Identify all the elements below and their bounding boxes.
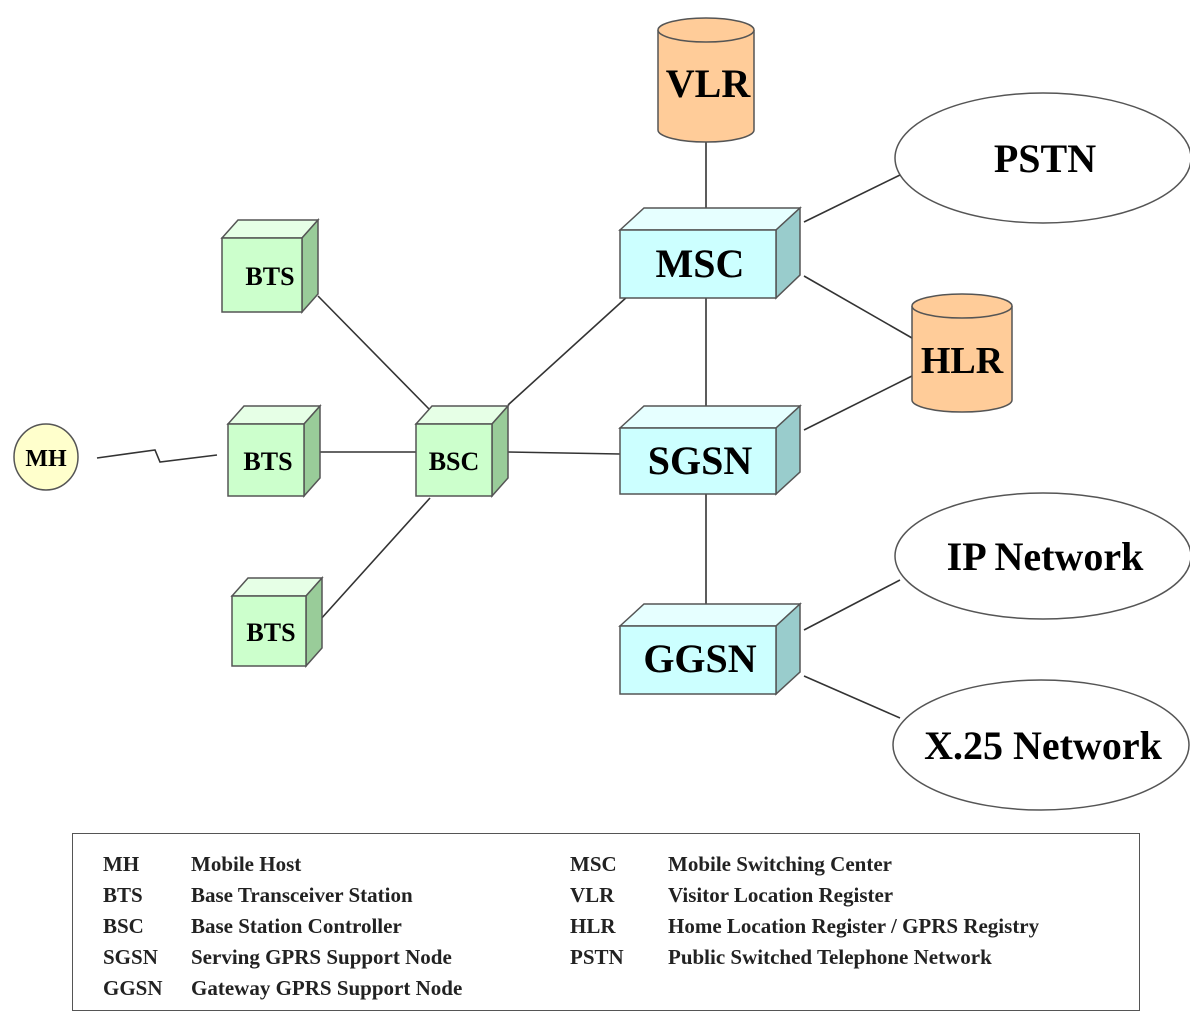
hlr-label: HLR [921, 340, 1004, 382]
link-bts-top-bsc [317, 295, 431, 411]
msc-label: MSC [656, 241, 745, 286]
msc-node: MSC [618, 206, 802, 300]
legend-row: GGSN Gateway GPRS Support Node [103, 973, 462, 1004]
legend-text: Gateway GPRS Support Node [191, 976, 463, 1000]
legend-row: HLR Home Location Register / GPRS Registr… [570, 911, 1039, 942]
hlr-database: HLR [911, 293, 1013, 413]
legend-abbr: BSC [103, 914, 144, 938]
bts-mid-label: BTS [243, 447, 292, 476]
mobile-host-node: MH [13, 423, 79, 491]
mh-label: MH [25, 446, 67, 472]
link-bsc-msc [507, 295, 629, 406]
legend-row: MH Mobile Host [103, 849, 462, 880]
legend-row: MSC Mobile Switching Center [570, 849, 1039, 880]
legend-right-column: MSC Mobile Switching Center VLR Visitor Lo… [570, 849, 1039, 973]
legend-box: MH Mobile Host BTS Base Transceiver Statio… [72, 833, 1140, 1011]
legend-abbr: SGSN [103, 945, 158, 969]
legend-text: Serving GPRS Support Node [191, 945, 452, 969]
pstn-label: PSTN [994, 136, 1096, 181]
connections [96, 142, 913, 719]
link-msc-hlr [803, 275, 913, 339]
bsc-label: BSC [429, 447, 480, 476]
bts-mid-node: BTS [226, 404, 322, 498]
legend-text: Visitor Location Register [668, 883, 894, 907]
link-ggsn-x25 [803, 675, 901, 719]
legend-abbr: HLR [570, 914, 616, 938]
vlr-database: VLR [657, 17, 755, 143]
link-sgsn-hlr [803, 375, 913, 431]
link-bts-bot-bsc [319, 497, 431, 621]
ip-network-cloud: IP Network [894, 492, 1190, 620]
legend-text: Mobile Switching Center [668, 852, 892, 876]
legend-row: PSTN Public Switched Telephone Network [570, 942, 1039, 973]
radio-link-mh-bts [96, 449, 218, 463]
ip-network-label: IP Network [947, 534, 1144, 579]
sgsn-label: SGSN [648, 438, 753, 483]
ggsn-label: GGSN [643, 636, 756, 681]
legend-abbr: PSTN [570, 945, 624, 969]
vlr-label: VLR [666, 61, 752, 106]
x25-network-cloud: X.25 Network [892, 679, 1190, 811]
ggsn-node: GGSN [618, 602, 802, 696]
bsc-node: BSC [414, 404, 510, 498]
legend-text: Base Station Controller [191, 914, 402, 938]
legend-row: BSC Base Station Controller [103, 911, 462, 942]
pstn-cloud: PSTN [894, 92, 1190, 224]
legend-text: Home Location Register / GPRS Registry [668, 914, 1040, 938]
legend-text: Public Switched Telephone Network [668, 945, 992, 969]
legend-row: SGSN Serving GPRS Support Node [103, 942, 462, 973]
link-msc-pstn [803, 174, 901, 223]
x25-network-label: X.25 Network [924, 723, 1162, 768]
legend-row: VLR Visitor Location Register [570, 880, 1039, 911]
legend-row: BTS Base Transceiver Station [103, 880, 462, 911]
bts-top-label: BTS [245, 262, 294, 291]
legend-abbr: MH [103, 852, 140, 876]
link-bsc-sgsn [507, 451, 621, 455]
legend-abbr: GGSN [103, 976, 163, 1000]
legend-abbr: MSC [570, 852, 617, 876]
link-ggsn-ip [803, 579, 901, 631]
legend-text: Mobile Host [191, 852, 302, 876]
bts-bot-label: BTS [246, 618, 295, 647]
bts-top-node: BTS [220, 218, 320, 314]
legend-text: Base Transceiver Station [191, 883, 413, 907]
bts-bot-node: BTS [230, 576, 324, 668]
legend-abbr: VLR [570, 883, 615, 907]
legend-abbr: BTS [103, 883, 143, 907]
legend-left-column: MH Mobile Host BTS Base Transceiver Statio… [103, 849, 462, 1004]
sgsn-node: SGSN [618, 404, 802, 496]
